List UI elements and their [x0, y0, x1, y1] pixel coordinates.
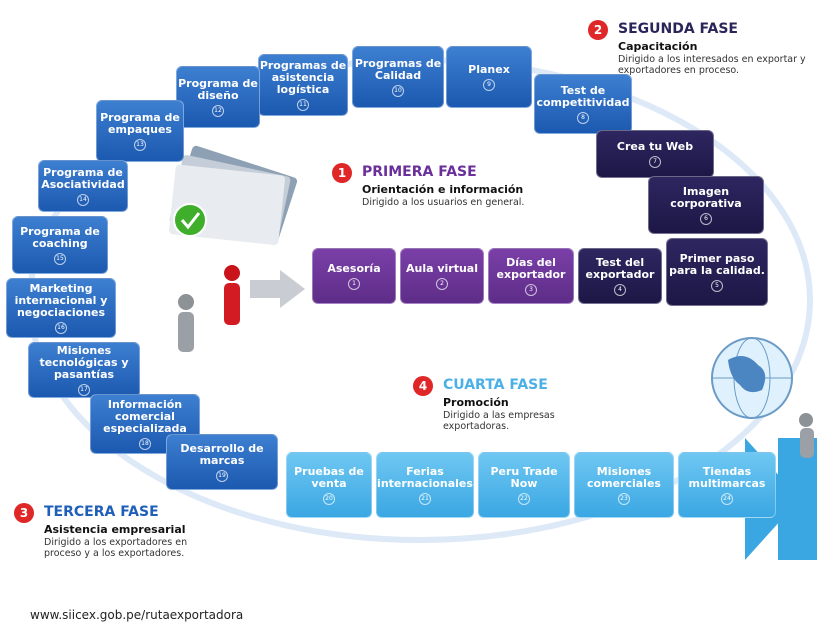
step-label: Programa de coaching: [20, 224, 100, 250]
footer-url[interactable]: www.siicex.gob.pe/rutaexportadora: [30, 608, 244, 622]
step-label: Primer paso para la calidad.: [669, 251, 765, 277]
phase-4-heading: 4 CUARTA FASE Promoción Dirigido a las e…: [413, 376, 613, 446]
phase-description: Dirigido a los usuarios en general.: [362, 197, 525, 208]
step-label: Programa de empaques: [100, 110, 180, 136]
step-label: Test de competitividad: [536, 83, 630, 109]
step-number: 2: [436, 277, 448, 290]
step-label: Asesoría: [327, 261, 381, 275]
step-label: Pruebas de venta: [294, 464, 364, 490]
phase2-step-10[interactable]: Programas de Calidad 10: [352, 46, 444, 108]
step-label: Ferias internacionales: [377, 464, 473, 490]
phase4-step-24[interactable]: Tiendas multimarcas 24: [678, 452, 776, 518]
phase3-step-11[interactable]: Programas de asistencia logística 11: [258, 54, 348, 116]
phase3-step-15[interactable]: Programa de coaching 15: [12, 216, 108, 274]
phase-title: TERCERA FASE: [44, 504, 159, 520]
phase3-step-17[interactable]: Misiones tecnológicas y pasantías 17: [28, 342, 140, 398]
step-number: 7: [649, 155, 661, 168]
step-number: 21: [419, 492, 431, 505]
step-number: 17: [78, 383, 90, 396]
phase-description: Dirigido a los exportadores en proceso y…: [44, 537, 188, 559]
phase-number-badge: 2: [588, 20, 608, 40]
phase-subtitle: Asistencia empresarial: [44, 523, 186, 536]
step-label: Misiones comerciales: [587, 464, 661, 490]
step-label: Peru Trade Now: [490, 464, 558, 490]
step-label: Marketing internacional y negociaciones: [14, 281, 108, 319]
step-label: Misiones tecnológicas y pasantías: [39, 343, 129, 381]
step-number: 9: [483, 78, 495, 91]
phase3-step-13[interactable]: Programa de empaques 13: [96, 100, 184, 162]
step-label: Días del exportador: [496, 255, 566, 281]
step-number: 23: [618, 492, 630, 505]
step-label: Tiendas multimarcas: [688, 464, 766, 490]
step-number: 22: [518, 492, 530, 505]
step-number: 1: [348, 277, 360, 290]
phase4-step-22[interactable]: Peru Trade Now 22: [478, 452, 570, 518]
step-label: Programa de diseño: [178, 76, 258, 102]
phase1-step-3[interactable]: Días del exportador 3: [488, 248, 574, 304]
phase-description: Dirigido a los interesados en exportar y…: [618, 54, 806, 76]
step-label: Crea tu Web: [616, 139, 694, 153]
step-number: 4: [614, 283, 626, 296]
phase-number-badge: 1: [332, 163, 352, 183]
phase-2-heading: 2 SEGUNDA FASE Capacitación Dirigido a l…: [588, 20, 817, 80]
phase3-step-14[interactable]: Programa de Asociatividad 14: [38, 160, 128, 212]
phase2-step-7[interactable]: Crea tu Web 7: [596, 130, 714, 178]
phase-subtitle: Orientación e información: [362, 183, 524, 196]
step-number: 16: [55, 321, 67, 334]
small-arrow-right: [250, 270, 305, 308]
step-number: 15: [54, 252, 66, 265]
step-number: 18: [139, 437, 151, 450]
phase1-step-4[interactable]: Test del exportador 4: [578, 248, 662, 304]
phase-title: PRIMERA FASE: [362, 164, 477, 180]
phase3-step-16[interactable]: Marketing internacional y negociaciones …: [6, 278, 116, 338]
step-number: 6: [700, 212, 712, 225]
step-label: Programas de asistencia logística: [259, 58, 347, 96]
step-number: 5: [711, 279, 723, 292]
phase3-step-19[interactable]: Desarrollo de marcas 19: [166, 434, 278, 490]
phase2-step-9[interactable]: Planex 9: [446, 46, 532, 108]
phase1-step-5[interactable]: Primer paso para la calidad. 5: [666, 238, 768, 306]
step-number: 11: [297, 98, 309, 111]
phase-1-heading: 1 PRIMERA FASE Orientación e información…: [332, 163, 592, 223]
phase4-step-20[interactable]: Pruebas de venta 20: [286, 452, 372, 518]
globe-icon: [711, 337, 793, 419]
phase4-step-23[interactable]: Misiones comerciales 23: [574, 452, 674, 518]
phase-number-badge: 3: [14, 503, 34, 523]
phase-subtitle: Promoción: [443, 396, 509, 409]
people-figures-icon: [178, 265, 240, 352]
step-label: Planex: [468, 62, 510, 76]
step-number: 12: [212, 104, 224, 117]
step-number: 24: [721, 492, 733, 505]
step-number: 3: [525, 283, 537, 296]
phase-title: CUARTA FASE: [443, 377, 548, 393]
step-number: 20: [323, 492, 335, 505]
phase3-step-12[interactable]: Programa de diseño 12: [176, 66, 260, 128]
phase1-step-1[interactable]: Asesoría 1: [312, 248, 396, 304]
person-figure-icon: [799, 413, 814, 458]
phase2-step-8[interactable]: Test de competitividad 8: [534, 74, 632, 134]
step-label: Información comercial especializada: [103, 397, 187, 435]
step-label: Imagen corporativa: [670, 184, 742, 210]
phase2-step-6[interactable]: Imagen corporativa 6: [648, 176, 764, 234]
phase1-step-2[interactable]: Aula virtual 2: [400, 248, 484, 304]
phase-subtitle: Capacitación: [618, 40, 698, 53]
phase-description: Dirigido a las empresas exportadoras.: [443, 410, 555, 432]
checkmark-icon: [173, 203, 207, 237]
step-label: Programas de Calidad: [354, 56, 442, 82]
step-label: Desarrollo de marcas: [180, 441, 264, 467]
step-number: 13: [134, 138, 146, 151]
step-number: 8: [577, 111, 589, 124]
step-number: 10: [392, 84, 404, 97]
phase-3-heading: 3 TERCERA FASE Asistencia empresarial Di…: [14, 503, 254, 563]
step-number: 19: [216, 469, 228, 482]
step-label: Test del exportador: [585, 255, 655, 281]
step-label: Aula virtual: [405, 261, 478, 275]
phase-title: SEGUNDA FASE: [618, 21, 738, 37]
phase4-step-21[interactable]: Ferias internacionales 21: [376, 452, 474, 518]
step-number: 14: [77, 193, 89, 206]
phase-number-badge: 4: [413, 376, 433, 396]
step-label: Programa de Asociatividad: [41, 165, 125, 191]
